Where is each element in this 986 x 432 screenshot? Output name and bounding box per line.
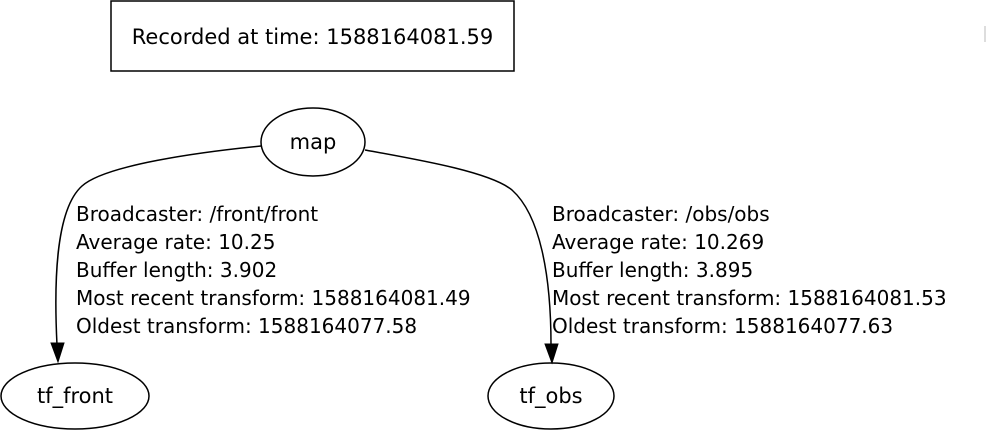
edge-map-to-tf-front bbox=[50, 145, 262, 364]
edge-map-to-tf-obs-arrowhead bbox=[544, 343, 559, 365]
recorded-time-label: Recorded at time: 1588164081.59 bbox=[132, 25, 493, 49]
edge-front-broadcaster: Broadcaster: /front/front bbox=[76, 202, 318, 226]
edge-map-to-tf-obs bbox=[364, 149, 559, 365]
recorded-time-box bbox=[110, 0, 515, 72]
edge-front-buffer-length: Buffer length: 3.902 bbox=[76, 258, 277, 282]
node-map-label: map bbox=[290, 130, 337, 154]
edge-map-to-tf-obs-line bbox=[364, 149, 552, 346]
node-map-ellipse bbox=[260, 107, 366, 177]
edge-obs-buffer-length: Buffer length: 3.895 bbox=[552, 258, 753, 282]
edge-front-average-rate: Average rate: 10.25 bbox=[76, 230, 275, 254]
node-tf-obs: tf_obs bbox=[487, 362, 615, 430]
edge-label-obs: Broadcaster: /obs/obs Average rate: 10.2… bbox=[552, 202, 947, 338]
edge-label-front: Broadcaster: /front/front Average rate: … bbox=[76, 202, 471, 338]
edge-map-to-tf-front-line bbox=[55, 145, 262, 346]
edge-obs-oldest: Oldest transform: 1588164077.63 bbox=[552, 314, 893, 338]
node-tf-obs-ellipse bbox=[487, 362, 615, 430]
node-tf-front: tf_front bbox=[0, 362, 150, 430]
edge-obs-broadcaster: Broadcaster: /obs/obs bbox=[552, 202, 770, 226]
edge-map-to-tf-front-arrowhead bbox=[50, 342, 65, 364]
edge-front-most-recent: Most recent transform: 1588164081.49 bbox=[76, 286, 471, 310]
edge-obs-average-rate: Average rate: 10.269 bbox=[552, 230, 764, 254]
edge-front-oldest: Oldest transform: 1588164077.58 bbox=[76, 314, 417, 338]
node-tf-front-label: tf_front bbox=[37, 384, 113, 409]
node-map: map bbox=[260, 107, 366, 177]
node-tf-obs-label: tf_obs bbox=[519, 384, 582, 409]
node-tf-front-ellipse bbox=[0, 362, 150, 430]
edge-obs-most-recent: Most recent transform: 1588164081.53 bbox=[552, 286, 947, 310]
